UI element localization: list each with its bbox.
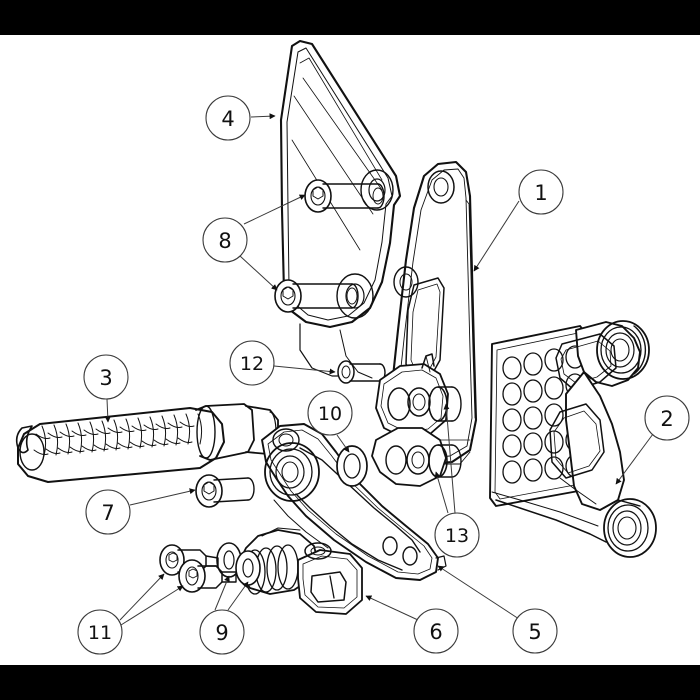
callout-12[interactable]: 12	[229, 340, 275, 386]
leader-4	[250, 113, 276, 120]
callout-circle-12[interactable]	[229, 340, 275, 386]
callout-13[interactable]: 13	[434, 512, 480, 558]
callout-label-11: 11	[88, 622, 112, 644]
callout-label-8: 8	[218, 229, 231, 253]
callout-8[interactable]: 8	[202, 217, 248, 263]
leader-6	[365, 595, 419, 621]
leader-12	[273, 365, 336, 375]
callout-3[interactable]: 3	[83, 354, 129, 400]
callout-label-4: 4	[221, 107, 234, 131]
part-heel-guard-linkage	[489, 320, 657, 558]
letterbox-bottom	[0, 665, 700, 700]
leader-9b	[227, 581, 249, 611]
callout-circle-8[interactable]	[202, 217, 248, 263]
callout-7[interactable]: 7	[85, 489, 131, 535]
part-upper-mount-plate	[279, 39, 402, 379]
part-cap-screw-lower	[274, 279, 359, 313]
leader-7	[129, 488, 196, 506]
letterbox-top	[0, 0, 700, 35]
callout-1[interactable]: 1	[518, 169, 564, 215]
leader-8a	[243, 194, 306, 225]
callout-circle-11[interactable]	[77, 609, 123, 655]
callout-label-2: 2	[660, 407, 673, 431]
callout-label-12: 12	[240, 353, 264, 375]
callout-label-1: 1	[534, 181, 547, 205]
part-knurled-footpeg	[15, 403, 279, 483]
callout-circle-2[interactable]	[644, 395, 690, 441]
part-pivot-washer	[336, 445, 368, 487]
callout-5[interactable]: 5	[512, 608, 558, 654]
leader-13a	[434, 471, 449, 514]
callout-label-9: 9	[215, 621, 228, 645]
callout-label-3: 3	[99, 366, 112, 390]
leader-5	[437, 565, 520, 620]
leader-8b	[239, 255, 278, 291]
callout-circle-10[interactable]	[307, 390, 353, 436]
callout-circle-5[interactable]	[512, 608, 558, 654]
callout-circle-9[interactable]	[199, 609, 245, 655]
callout-circle-13[interactable]	[434, 512, 480, 558]
leader-11a	[119, 573, 165, 621]
callout-9[interactable]: 9	[199, 609, 245, 655]
leader-1	[473, 200, 520, 272]
leader-10	[336, 434, 350, 453]
callout-label-10: 10	[318, 403, 342, 425]
leader-3	[104, 398, 111, 423]
leader-9a	[214, 575, 230, 611]
callout-circle-1[interactable]	[518, 169, 564, 215]
callout-label-6: 6	[429, 620, 442, 644]
callout-10[interactable]: 10	[307, 390, 353, 436]
callout-label-13: 13	[445, 525, 469, 547]
leader-lines	[104, 113, 654, 626]
leader-2	[615, 433, 654, 485]
callout-circle-4[interactable]	[205, 95, 251, 141]
callout-2[interactable]: 2	[644, 395, 690, 441]
callout-group: 1 2 3 4 5 6	[77, 95, 690, 655]
leader-11b	[120, 585, 184, 626]
part-shift-lever-arm	[261, 423, 447, 581]
part-footpeg-bolt	[195, 474, 255, 508]
part-spacer-washers	[216, 542, 261, 586]
callout-11[interactable]: 11	[77, 609, 123, 655]
callout-6[interactable]: 6	[413, 608, 459, 654]
callout-circle-7[interactable]	[85, 489, 131, 535]
leader-13b	[443, 403, 456, 514]
callout-4[interactable]: 4	[205, 95, 251, 141]
callout-label-7: 7	[101, 501, 114, 525]
part-pivot-shoulder-bolt	[337, 360, 386, 384]
callout-circle-3[interactable]	[83, 354, 129, 400]
callout-circle-6[interactable]	[413, 608, 459, 654]
callout-label-5: 5	[528, 620, 541, 644]
